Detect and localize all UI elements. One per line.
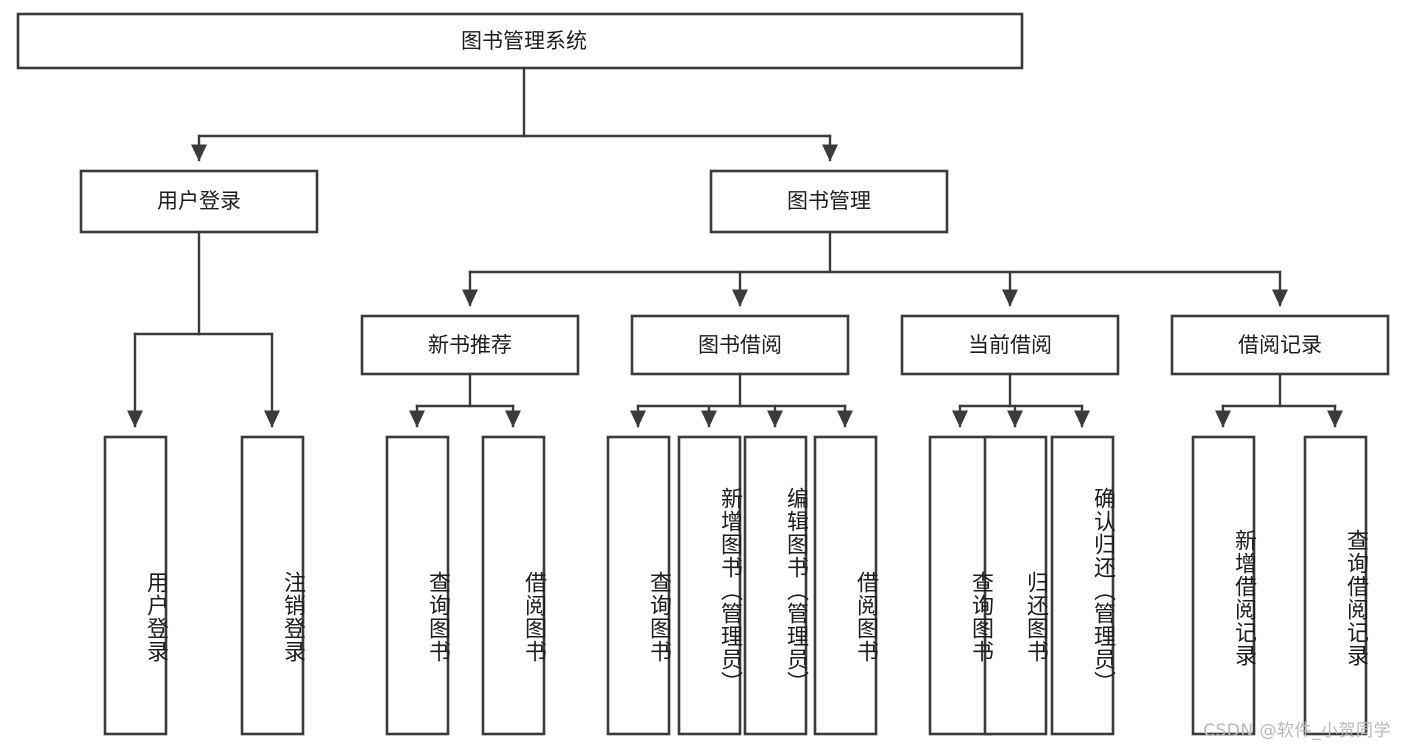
leaf-box-confirm-return-admin[interactable] <box>1050 435 1115 736</box>
leaf-box-logout[interactable] <box>240 435 305 736</box>
node-book-manage-label: 图书管理 <box>787 189 871 213</box>
leaf-box-borrow-book-newbook[interactable] <box>481 435 546 736</box>
connector-book-manage-to-level2 <box>461 230 1289 307</box>
csdn-watermark: CSDN @软件_小贺同学 <box>1203 721 1391 741</box>
leaf-box-query-book-newbook[interactable] <box>385 435 450 736</box>
node-current-borrow-label: 当前借阅 <box>968 333 1052 357</box>
node-user-login-label: 用户登录 <box>157 189 241 213</box>
leaf-box-query-book-borrow[interactable] <box>606 435 671 736</box>
leaf-box-add-record[interactable] <box>1191 435 1256 736</box>
node-root-box[interactable] <box>16 12 1024 70</box>
node-book-borrow-label: 图书借阅 <box>698 333 782 357</box>
leaf-box-add-book-admin[interactable] <box>677 435 742 736</box>
leaf-box-borrow-book-borrow[interactable] <box>813 435 878 736</box>
connector-book-borrow-to-leaves <box>629 372 854 428</box>
leaf-box-query-book-current[interactable] <box>928 435 993 736</box>
leaf-box-query-record[interactable] <box>1303 435 1368 736</box>
connector-borrow-record-to-leaves <box>1214 372 1344 428</box>
connector-root-to-level1 <box>190 66 839 162</box>
node-new-book-box[interactable] <box>360 314 580 376</box>
node-new-book-label: 新书推荐 <box>428 333 512 357</box>
leaf-box-edit-book-admin[interactable] <box>743 435 808 736</box>
leaf-box-user-login[interactable] <box>103 435 168 736</box>
connector-new-book-to-leaves <box>408 372 522 428</box>
node-user-login-box[interactable] <box>79 169 319 234</box>
connector-user-login-to-leaves <box>126 230 281 428</box>
node-current-borrow-box[interactable] <box>900 314 1120 376</box>
connector-current-borrow-to-leaves <box>951 372 1091 428</box>
leaf-box-return-book[interactable] <box>983 435 1048 736</box>
node-borrow-record-label: 借阅记录 <box>1238 333 1322 357</box>
node-root-label: 图书管理系统 <box>461 29 587 53</box>
